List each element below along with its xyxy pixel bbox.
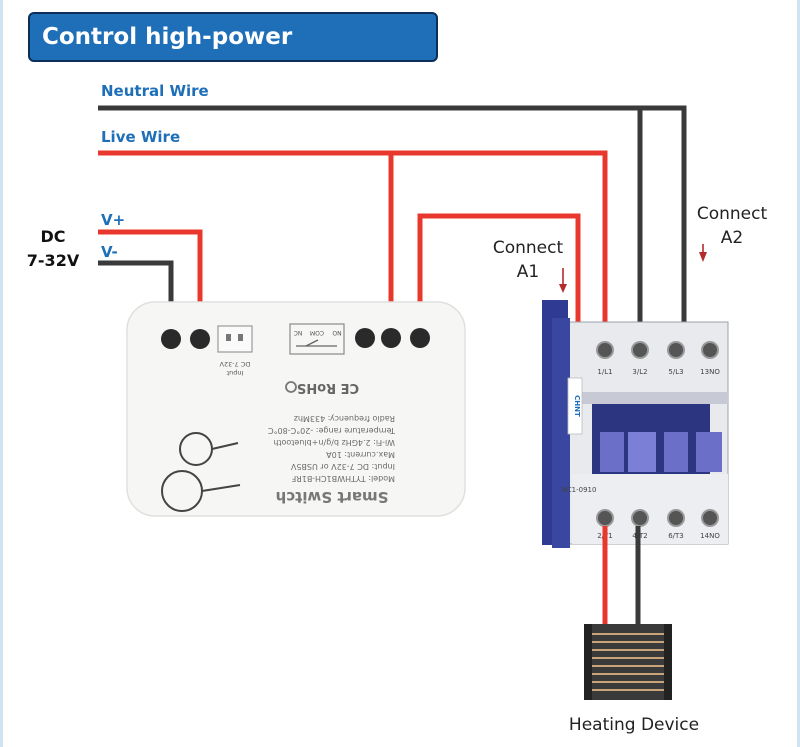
- switch-label-com: COM: [310, 329, 324, 336]
- input-text: Input: [226, 369, 243, 377]
- connect-a2-arrow: [699, 244, 707, 262]
- neutral-wire: [98, 105, 687, 322]
- relay-to-a1-wire: [417, 213, 581, 338]
- dc-input-label: DC 7-32V: [22, 225, 84, 273]
- terminal-label-5l3: 5/L3: [668, 368, 683, 376]
- switch-symbol: [289, 323, 345, 355]
- input-header: [217, 325, 253, 353]
- live-wire: [98, 150, 608, 345]
- vminus-label: V-: [101, 243, 118, 261]
- switch-label-nc: NC: [294, 329, 303, 336]
- connect-a1-line2: A1: [516, 262, 540, 282]
- spec-line: Max.current: 10A: [326, 450, 395, 459]
- recycle-icon: [285, 381, 297, 393]
- dc-input-line2: 7-32V: [26, 251, 80, 270]
- spec-line: Temperature range: -20°C-80°C: [268, 426, 396, 435]
- connect-a2-line1: Connect: [696, 204, 768, 224]
- contactor-brand: CHNT: [573, 395, 581, 417]
- dc-input-line1: DC: [40, 227, 66, 246]
- switch-label-no: NO: [332, 329, 341, 336]
- connect-a1-arrow: [559, 268, 567, 293]
- terminal-block: [161, 328, 430, 349]
- smart-switch-module: DC 7-32V Input NO COM NC CE RoHS Model: …: [126, 301, 466, 517]
- heating-device-label: Heating Device: [568, 715, 700, 735]
- contactor: 1/L1 3/L2 5/L3 13NO 2/T1 4/T2 6/T3 14NO …: [542, 300, 729, 548]
- page-title: Control high-power equipment: [28, 12, 438, 96]
- brand-plate: [567, 377, 583, 435]
- neutral-wire-label: Neutral Wire: [101, 82, 209, 100]
- connect-a1-line1: Connect: [492, 238, 564, 258]
- terminal-label-3l2: 3/L2: [632, 368, 647, 376]
- vplus-label: V+: [101, 211, 126, 229]
- connect-a2-label: Connect A2: [682, 202, 782, 250]
- spec-line: Radio frequency: 433Mhz: [294, 414, 395, 423]
- terminal-label-13no: 13NO: [700, 368, 720, 376]
- terminal-label-1l1: 1/L1: [597, 368, 612, 376]
- spec-line: Wi-Fi: 2.4GHz b/g/n+bluetooth: [273, 438, 395, 447]
- input-voltage-text: DC 7-32V: [219, 360, 250, 368]
- heating-device: [584, 624, 672, 700]
- contactor-top-terminals: [596, 341, 719, 359]
- connect-a1-label: Connect A1: [478, 236, 578, 284]
- contactor-model: NC1-0910: [562, 486, 597, 494]
- terminal-label-14no: 14NO: [700, 532, 720, 540]
- connect-a2-line2: A2: [720, 228, 744, 248]
- live-wire-label: Live Wire: [101, 128, 181, 146]
- spec-line: Input: DC 7-32V or USB5V: [290, 462, 395, 471]
- spec-text: Model: TYTHWB1CH-B1RF Input: DC 7-32V or…: [268, 414, 396, 483]
- certification-marks: CE RoHS: [297, 380, 359, 395]
- pairing-button-icon: [161, 432, 241, 512]
- spec-line: Model: TYTHWB1CH-B1RF: [291, 474, 395, 483]
- terminal-label-6t3: 6/T3: [668, 532, 684, 540]
- contactor-bottom-terminals: [596, 509, 719, 527]
- brand-text: Smart Switch: [276, 488, 389, 506]
